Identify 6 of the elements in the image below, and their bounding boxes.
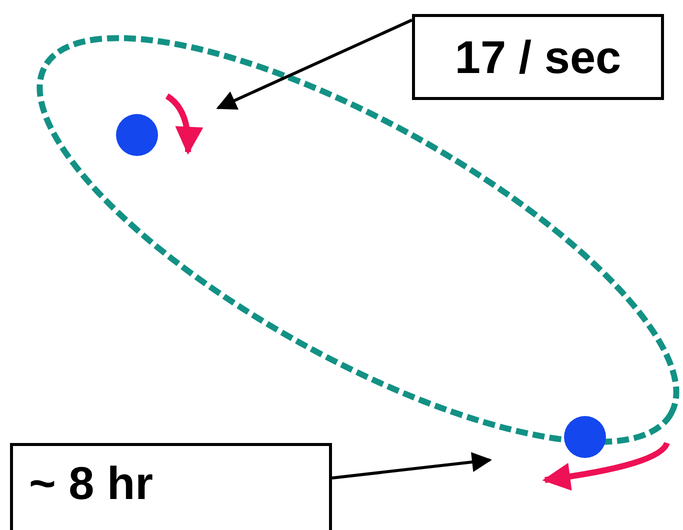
leader-line [216, 18, 413, 110]
text-box [10, 443, 332, 530]
value-label: ~ 8 hr [29, 456, 154, 510]
value-label: 17 / sec [454, 30, 622, 84]
text-box [412, 14, 664, 100]
leader-line [332, 452, 492, 480]
